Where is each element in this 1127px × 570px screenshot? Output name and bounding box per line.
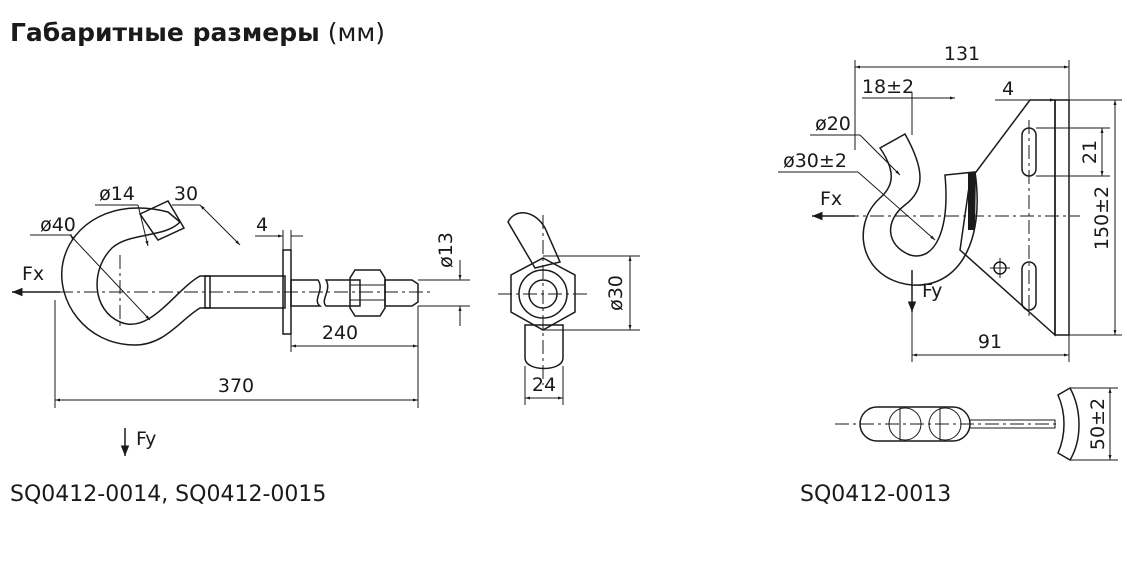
dim-d20: ø20 (815, 113, 851, 135)
force-fx-left: Fx (22, 263, 44, 285)
dim-91: 91 (978, 331, 1002, 353)
force-fy-left: Fy (136, 428, 156, 450)
dim-240: 240 (322, 322, 358, 344)
left-dimensions: 370 240 4 ø13 ø40 ø14 30 Fx Fy (12, 183, 470, 456)
dim-d14: ø14 (99, 183, 135, 205)
dim-d13: ø13 (435, 232, 457, 268)
dim-370: 370 (218, 375, 254, 397)
dim-50: 50±2 (1087, 398, 1109, 450)
bracket-hook-top-view: 50±2 (835, 386, 1118, 462)
caption-left: SQ0412-0014, SQ0412-0015 (10, 482, 327, 507)
title-text: Габаритные размеры (10, 18, 320, 47)
dim-24: 24 (532, 374, 556, 396)
force-fy-right: Fy (922, 280, 942, 302)
dim-18: 18±2 (862, 76, 914, 98)
page-title: Габаритные размеры (мм) (10, 18, 385, 47)
dim-4-right: 4 (1002, 78, 1014, 100)
dim-d40: ø40 (40, 214, 76, 236)
dim-131: 131 (944, 43, 980, 65)
dim-21: 21 (1079, 140, 1101, 164)
force-fx-right: Fx (820, 188, 842, 210)
dim-d30-side: ø30 (605, 275, 627, 311)
hook-bolt-front-view (34, 200, 430, 346)
dim-4-left: 4 (256, 214, 268, 236)
right-dimensions: 131 18±2 4 ø20 ø30±2 21 150±2 91 Fx (778, 43, 1122, 362)
hook-bolt-side-view: ø30 24 (498, 212, 640, 405)
dim-d30-right: ø30±2 (783, 150, 847, 172)
dim-30-top: 30 (174, 183, 198, 205)
title-unit: (мм) (327, 18, 385, 47)
dim-150: 150±2 (1091, 186, 1113, 250)
caption-right: SQ0412-0013 (800, 482, 952, 507)
